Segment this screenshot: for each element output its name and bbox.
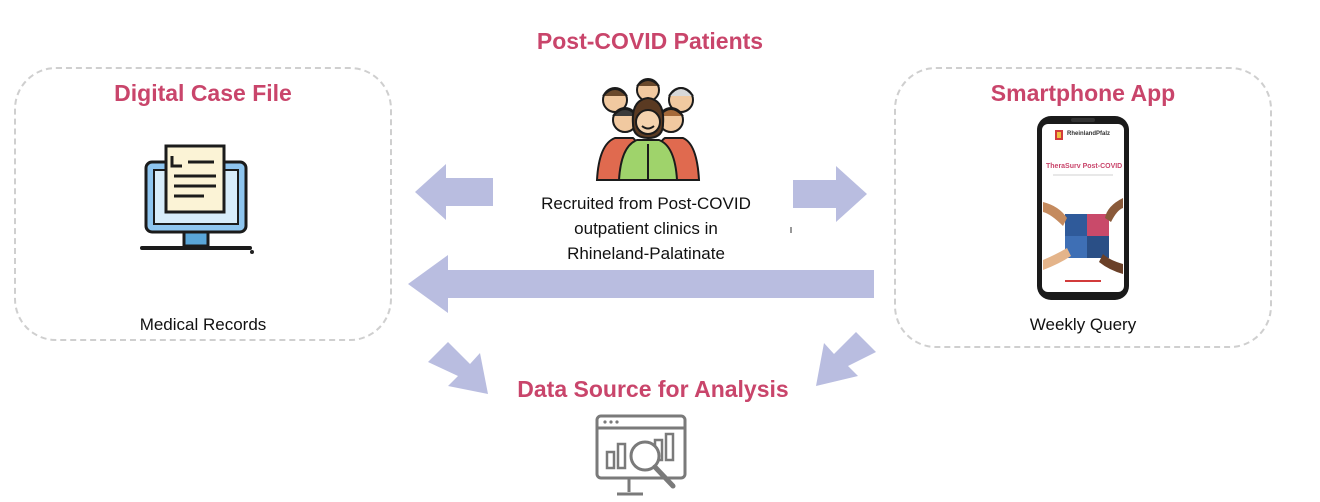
data-source-title: Data Source for Analysis <box>517 376 789 402</box>
arrow-case-file-to-analysis-icon <box>428 342 488 394</box>
smartphone-app-icon <box>1037 116 1129 300</box>
digital-case-file-box <box>14 67 392 341</box>
patient-group-icon <box>595 78 701 181</box>
post-covid-patients-title: Post-COVID Patients <box>536 28 764 54</box>
digital-case-file-title: Digital Case File <box>114 80 292 106</box>
patients-description-line: outpatient clinics in <box>574 219 718 238</box>
smartphone-app-box <box>894 67 1272 348</box>
phone-brand-text: RheinlandPfalz <box>1067 131 1111 137</box>
medical-records-caption: Medical Records <box>139 315 267 334</box>
arrow-app-to-case-file-icon <box>408 255 874 313</box>
phone-app-name: TheraSurv Post-COVID <box>1046 163 1123 170</box>
weekly-query-caption: Weekly Query <box>1029 315 1137 334</box>
smartphone-app-title: Smartphone App <box>990 80 1176 106</box>
data-analysis-icon <box>595 414 687 496</box>
patients-description: Recruited from Post-COVID outpatient cli… <box>496 191 796 266</box>
arrow-to-case-file-icon <box>415 164 493 220</box>
arrow-app-to-analysis-icon <box>816 332 876 386</box>
patients-description-line: Rhineland-Palatinate <box>567 244 725 263</box>
patients-description-line: Recruited from Post-COVID <box>541 194 751 213</box>
computer-document-icon <box>140 144 252 250</box>
arrow-to-smartphone-icon <box>793 166 867 222</box>
